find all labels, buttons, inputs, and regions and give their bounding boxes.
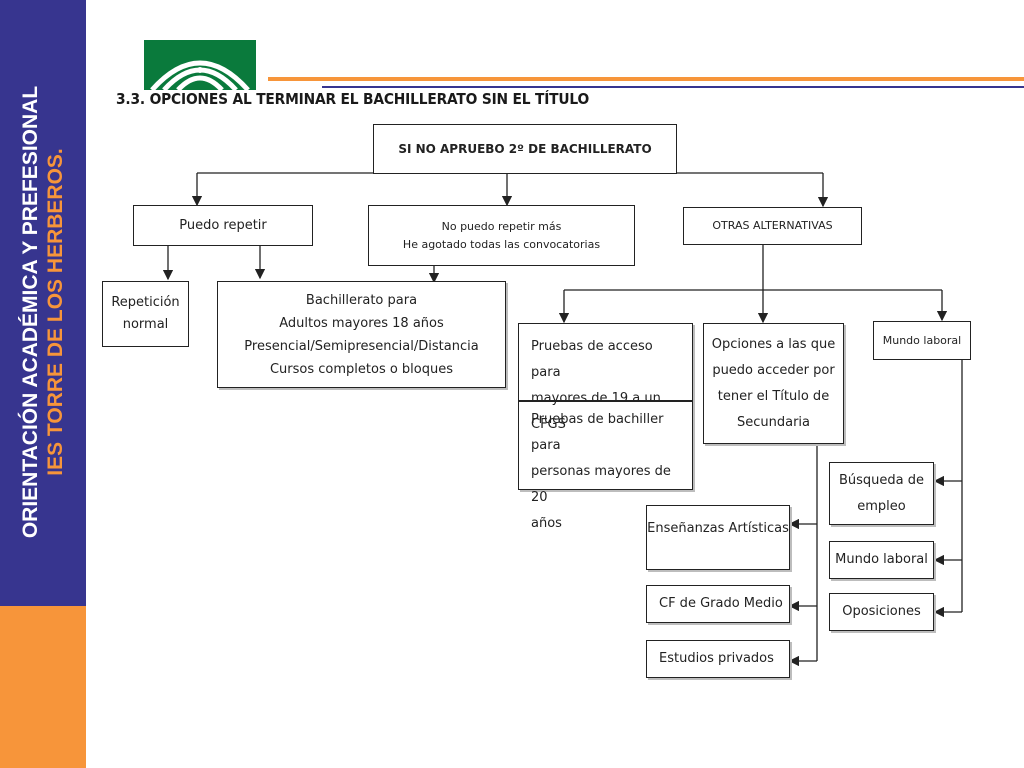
node-otras-label: OTRAS ALTERNATIVAS [712,219,833,232]
node-busqueda-line1: Búsqueda de [838,472,925,488]
node-busqueda-line2: empleo [857,498,906,514]
sidebar: ORIENTACIÓN ACADÉMICA Y PREFESIONAL IES … [0,0,86,768]
section-title: 3.3. OPCIONES AL TERMINAR EL BACHILLERAT… [116,90,590,108]
node-pruebas-acceso: Pruebas de acceso para mayores de 19 a u… [519,334,692,432]
node-otras-alternativas: OTRAS ALTERNATIVAS [683,207,862,245]
node-bachillerato-adultos: Bachillerato para Adultos mayores 18 año… [217,281,506,388]
node-cf-grado-medio: CF de Grado Medio [646,585,790,623]
node-no-puedo-repetir: No puedo repetir más He agotado todas la… [368,205,635,266]
node-no-puedo-line1: No puedo repetir más [441,219,562,233]
node-pruebas-acceso-line1: Pruebas de acceso para [531,339,653,380]
node-root-label: SI NO APRUEBO 2º DE BACHILLERATO [398,142,652,156]
node-root: SI NO APRUEBO 2º DE BACHILLERATO [373,124,677,174]
node-pruebas-bachiller-line2: personas mayores de 20 [531,464,671,505]
node-oposiciones: Oposiciones [829,593,934,631]
header-rule-blue [322,86,1024,88]
node-mundo-laboral-top: Mundo laboral [873,321,971,360]
node-adultos-line4: Cursos completos o bloques [269,361,454,377]
node-repeticion-normal: Repetición normal [102,281,189,347]
node-oposiciones-label: Oposiciones [842,604,921,619]
node-opciones-line3: tener el Título de [717,388,830,404]
node-puedo-repetir: Puedo repetir [133,205,313,246]
node-adultos-line2: Adultos mayores 18 años [279,315,444,331]
node-puedo-repetir-label: Puedo repetir [179,217,267,233]
node-cf-grado-medio-label: CF de Grado Medio [659,596,783,611]
node-repeticion-line2: normal [122,317,169,332]
node-opciones-line1: Opciones a las que [711,336,836,352]
node-ensenanzas-artisticas: Enseñanzas Artísticas [646,505,790,570]
node-pruebas-bachiller-line1: Pruebas de bachiller para [531,412,664,453]
sidebar-accent-block [0,606,86,768]
node-opciones-line2: puedo acceder por [712,362,835,378]
node-mundo-laboral-top-label: Mundo laboral [882,333,962,347]
node-pruebas-bachiller: Pruebas de bachiller para personas mayor… [519,407,692,531]
node-ensenanzas-label: Enseñanzas Artísticas [647,521,789,536]
node-estudios-privados: Estudios privados [646,640,790,678]
junta-andalucia-logo-icon [144,40,256,90]
node-adultos-line1: Bachillerato para [305,292,418,308]
node-mundo-laboral: Mundo laboral [829,541,934,579]
node-estudios-privados-label: Estudios privados [659,651,774,666]
node-busqueda-empleo: Búsqueda de empleo [829,462,934,525]
node-opciones-line4: Secundaria [736,414,811,430]
node-mundo-laboral-label: Mundo laboral [835,552,928,567]
node-pruebas-acceso-line2: mayores de 19 a un CFGS [531,391,661,432]
header-rule-orange [268,77,1024,81]
node-opciones-secundaria: Opciones a las que puedo acceder por ten… [703,323,844,444]
node-adultos-line3: Presencial/Semipresencial/Distancia [244,338,479,354]
node-pruebas-group: Pruebas de acceso para mayores de 19 a u… [518,323,693,531]
node-pruebas-divider [519,400,692,402]
node-no-puedo-line2: He agotado todas las convocatorias [402,237,601,251]
node-repeticion-line1: Repetición [111,295,180,310]
node-pruebas-bachiller-line3: años [531,516,562,531]
